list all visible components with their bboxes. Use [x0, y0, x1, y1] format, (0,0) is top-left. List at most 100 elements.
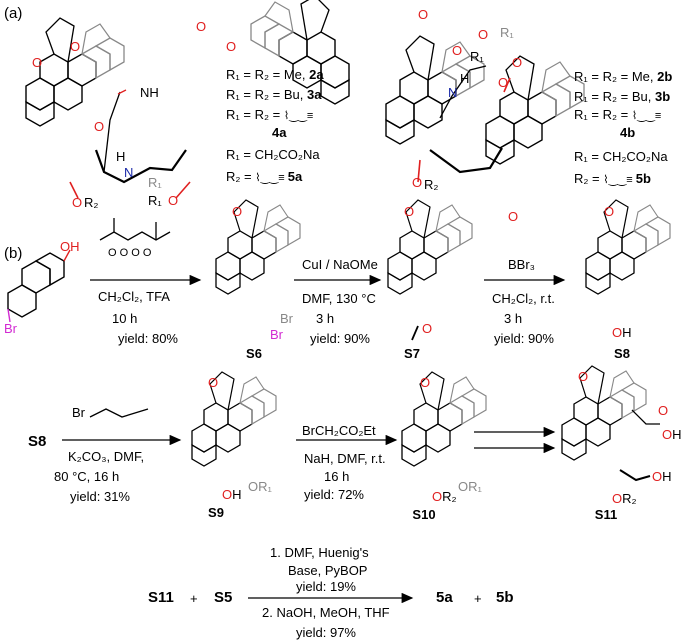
step4-cond1: K₂CO₃, DMF,	[68, 449, 145, 464]
final-yield1: yield: 19%	[296, 579, 356, 594]
step2-cond: DMF, 130 °C	[302, 291, 376, 306]
step2-time: 3 h	[316, 311, 335, 326]
s6-br1: Br	[280, 311, 293, 326]
step4-reagent: Br	[72, 405, 85, 420]
r1-label-gray: R₁	[500, 25, 514, 40]
atom-o: O	[604, 204, 615, 219]
atom-o: O	[72, 195, 83, 210]
molecule-S11	[561, 365, 660, 482]
s10-or2: OR₂	[432, 489, 457, 504]
molecule-bromonaphthol	[7, 249, 71, 323]
s10-or1: OR₁	[458, 479, 482, 494]
legend-b-line4: R₁ = CH₂CO₂Na	[574, 149, 668, 164]
molecule-S8	[585, 199, 671, 295]
final-cond1: 1. DMF, Huenig's	[270, 545, 369, 560]
atom-o: O	[508, 209, 519, 224]
label-S11: S11	[594, 507, 618, 522]
atom-o: O	[70, 39, 81, 54]
legend-b-line3: R₁ = R₂ = ⌇‿‿≡	[574, 107, 662, 122]
r2-label: R₂	[424, 177, 439, 192]
final-cond2: Base, PyBOP	[288, 563, 368, 578]
atom-o: O	[232, 204, 243, 219]
final-5b: 5b	[496, 589, 514, 606]
molecule-S6	[215, 199, 301, 295]
step3-yield: yield: 90%	[494, 331, 554, 346]
reagent-propargyl-bromide	[89, 408, 149, 418]
label-S9: S9	[208, 505, 224, 520]
atom-o: O	[208, 375, 219, 390]
compound-4b: 4b	[620, 125, 636, 140]
step4-cond2: 80 °C, 16 h	[54, 469, 120, 484]
legend-b-line5: R₂ = ⌇‿‿≡ 5b	[574, 171, 651, 186]
molecule-S9	[191, 371, 277, 467]
final-yield2: yield: 97%	[296, 625, 356, 640]
legend-a-line2: R₁ = R₂ = Bu, 3a	[226, 87, 322, 102]
final-plus2: +	[474, 591, 482, 606]
s11-or2: OR₂	[612, 491, 637, 506]
label-S6: S6	[246, 346, 262, 361]
label-S7: S7	[404, 346, 420, 361]
atom-o: O	[512, 55, 523, 70]
final-s5: S5	[214, 589, 233, 606]
compound-4a: 4a	[272, 125, 287, 140]
step1-yield: yield: 80%	[118, 331, 178, 346]
s6-br2: Br	[270, 327, 283, 342]
atom-o: O	[168, 193, 179, 208]
atom-nh: NH	[140, 85, 159, 100]
label-S8-start: S8	[28, 433, 47, 450]
atom-o: O	[418, 7, 429, 22]
step5-reagent: BrCH₂CO₂Et	[302, 423, 376, 438]
r1-label: R₁	[470, 49, 484, 64]
step3-time: 3 h	[504, 311, 523, 326]
panel-a-label: (a)	[4, 5, 23, 22]
step3-reagent: BBr₃	[508, 257, 535, 272]
panel-b-label: (b)	[4, 245, 23, 262]
step2-yield: yield: 90%	[310, 331, 370, 346]
molecule-S7	[387, 199, 473, 341]
s9-or1: OR₁	[248, 479, 272, 494]
atom-n: N	[124, 165, 134, 180]
s11-oh-top: OH	[662, 427, 682, 442]
atom-o: O	[498, 75, 509, 90]
s8-oh: OH	[612, 325, 632, 340]
r2-label: R₂	[84, 195, 99, 210]
step4-yield: yield: 31%	[70, 489, 130, 504]
legend-a-line4: R₁ = CH₂CO₂Na	[226, 147, 320, 162]
final-plus1: +	[190, 591, 198, 606]
molecule-2a-5a	[25, 0, 350, 199]
sm-oh: OH	[60, 239, 80, 254]
atom-o: O	[404, 204, 415, 219]
atom-o: O	[578, 369, 589, 384]
step1-solvent: CH₂Cl₂, TFA	[98, 289, 170, 304]
final-s11: S11	[148, 589, 174, 606]
reagent-tmp-label: O O O O	[108, 247, 152, 259]
atom-o: O	[420, 375, 431, 390]
legend-a-line3: R₁ = R₂ = ⌇‿‿≡	[226, 107, 314, 122]
atom-o: O	[94, 119, 105, 134]
step2-reagent: CuI / NaOMe	[302, 257, 378, 272]
r-label: R₁	[148, 175, 162, 190]
step3-cond: CH₂Cl₂, r.t.	[492, 291, 555, 306]
legend-b-line2: R₁ = R₂ = Bu, 3b	[574, 89, 671, 104]
atom-n: N	[448, 85, 458, 100]
step1-time: 10 h	[112, 311, 138, 326]
label-S10: S10	[412, 507, 436, 522]
step5-time: 16 h	[324, 469, 350, 484]
atom-h: H	[460, 71, 470, 86]
atom-o: O	[422, 321, 433, 336]
r1-label: R₁	[148, 193, 162, 208]
final-cond3: 2. NaOH, MeOH, THF	[262, 605, 390, 620]
atom-o: O	[196, 19, 207, 34]
s11-oh-bottom: OH	[652, 469, 672, 484]
label-S8: S8	[614, 346, 630, 361]
atom-o: O	[412, 175, 423, 190]
molecule-S10	[401, 371, 487, 467]
step5-cond1: NaH, DMF, r.t.	[304, 451, 386, 466]
s9-oh: OH	[222, 487, 242, 502]
step5-yield: yield: 72%	[304, 487, 364, 502]
final-5a: 5a	[436, 589, 453, 606]
atom-o: O	[32, 55, 43, 70]
molecule-2b-5b	[385, 35, 585, 183]
legend-b-line1: R₁ = R₂ = Me, 2b	[574, 69, 673, 84]
